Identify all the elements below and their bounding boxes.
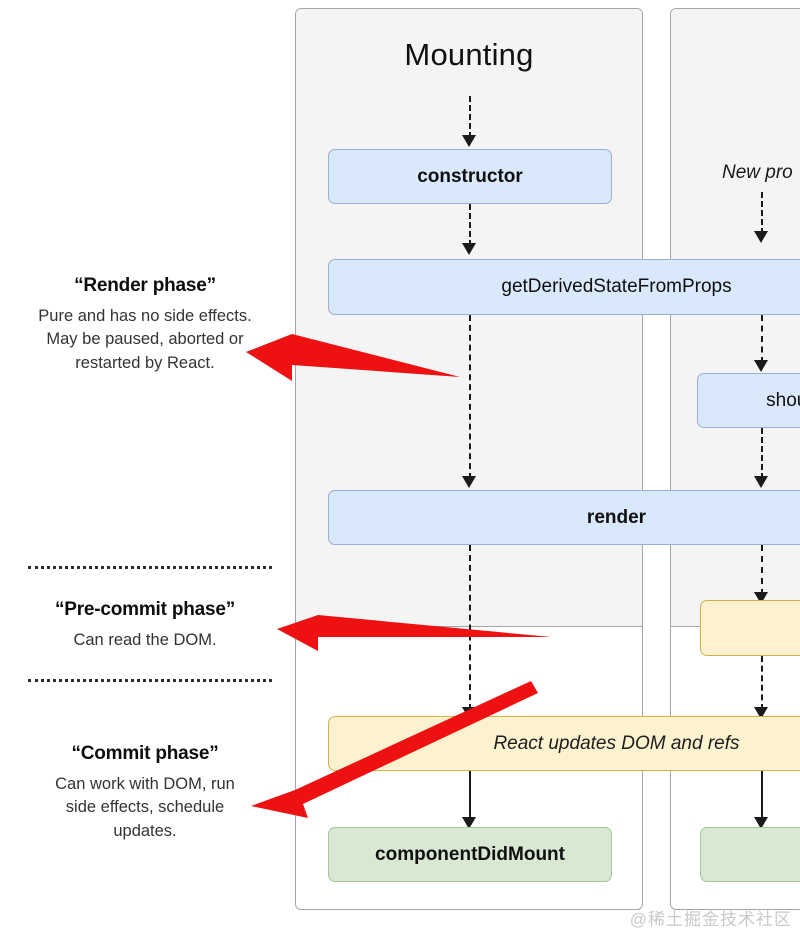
render-phase-title: “Render phase” [74, 275, 216, 296]
connector-render-to-updates-dom [469, 545, 471, 710]
connector-constructor-to-gdsfp [469, 204, 471, 246]
annotation-commit-phase: “Commit phase” Can work with DOM, run si… [0, 742, 290, 843]
connector-newprops-to-gdsfp [761, 192, 763, 234]
connector-gdsfp-to-render [469, 315, 471, 479]
render-phase-description: Pure and has no side effects. May be pau… [38, 306, 252, 372]
connector-gdsfp-to-scu [761, 315, 763, 363]
box-constructor-label: constructor [417, 165, 523, 187]
pre-commit-phase-description: Can read the DOM. [73, 630, 217, 649]
box-component-did-mount-label: componentDidMount [375, 843, 565, 865]
commit-phase-title: “Commit phase” [71, 743, 219, 764]
panel-updating [670, 8, 800, 910]
arrowhead-constructor [462, 135, 476, 147]
commit-phase-description: Can work with DOM, run side effects, sch… [55, 774, 235, 840]
box-react-updates-dom-label: React updates DOM and refs [493, 732, 740, 754]
arrowhead-did-update [754, 817, 768, 829]
divider-bottom [28, 679, 272, 682]
annotation-pre-commit-phase: “Pre-commit phase” Can read the DOM. [0, 598, 290, 652]
arrowhead-updating-render [754, 476, 768, 488]
new-props-note: New pro [722, 162, 793, 183]
arrowhead-gdsfp [462, 243, 476, 255]
connector-snapshot-to-updates-dom [761, 656, 763, 710]
box-get-snapshot-before-update[interactable] [700, 600, 800, 656]
phase-annotations-column: “Render phase” Pure and has no side effe… [0, 0, 290, 936]
arrowhead-scu [754, 360, 768, 372]
box-component-did-mount[interactable]: componentDidMount [328, 827, 612, 882]
connector-updates-dom-to-did-mount [469, 771, 471, 820]
pre-commit-phase-title: “Pre-commit phase” [54, 599, 236, 620]
box-render[interactable]: render [328, 490, 800, 545]
panel-mounting-title: Mounting [404, 37, 534, 72]
connector-render-to-snapshot [761, 545, 763, 595]
annotation-render-phase: “Render phase” Pure and has no side effe… [0, 274, 290, 375]
connector-scu-to-render [761, 428, 763, 479]
box-react-updates-dom[interactable]: React updates DOM and refs [328, 716, 800, 771]
box-constructor[interactable]: constructor [328, 149, 612, 204]
connector-updates-dom-to-did-update [761, 771, 763, 820]
box-should-component-update-label: shouldC [766, 389, 800, 411]
box-component-did-update[interactable] [700, 827, 800, 882]
arrowhead-render [462, 476, 476, 488]
watermark: @稀土掘金技术社区 [629, 910, 792, 929]
box-render-label: render [586, 506, 647, 528]
box-get-derived-state-from-props-label: getDerivedStateFromProps [501, 276, 732, 297]
arrowhead-updating-gdsfp [754, 231, 768, 243]
connector-title-to-constructor [469, 96, 471, 138]
divider-top [28, 566, 272, 569]
arrowhead-did-mount [462, 817, 476, 829]
box-get-derived-state-from-props[interactable]: getDerivedStateFromProps [328, 259, 800, 315]
box-should-component-update[interactable]: shouldC [697, 373, 800, 428]
